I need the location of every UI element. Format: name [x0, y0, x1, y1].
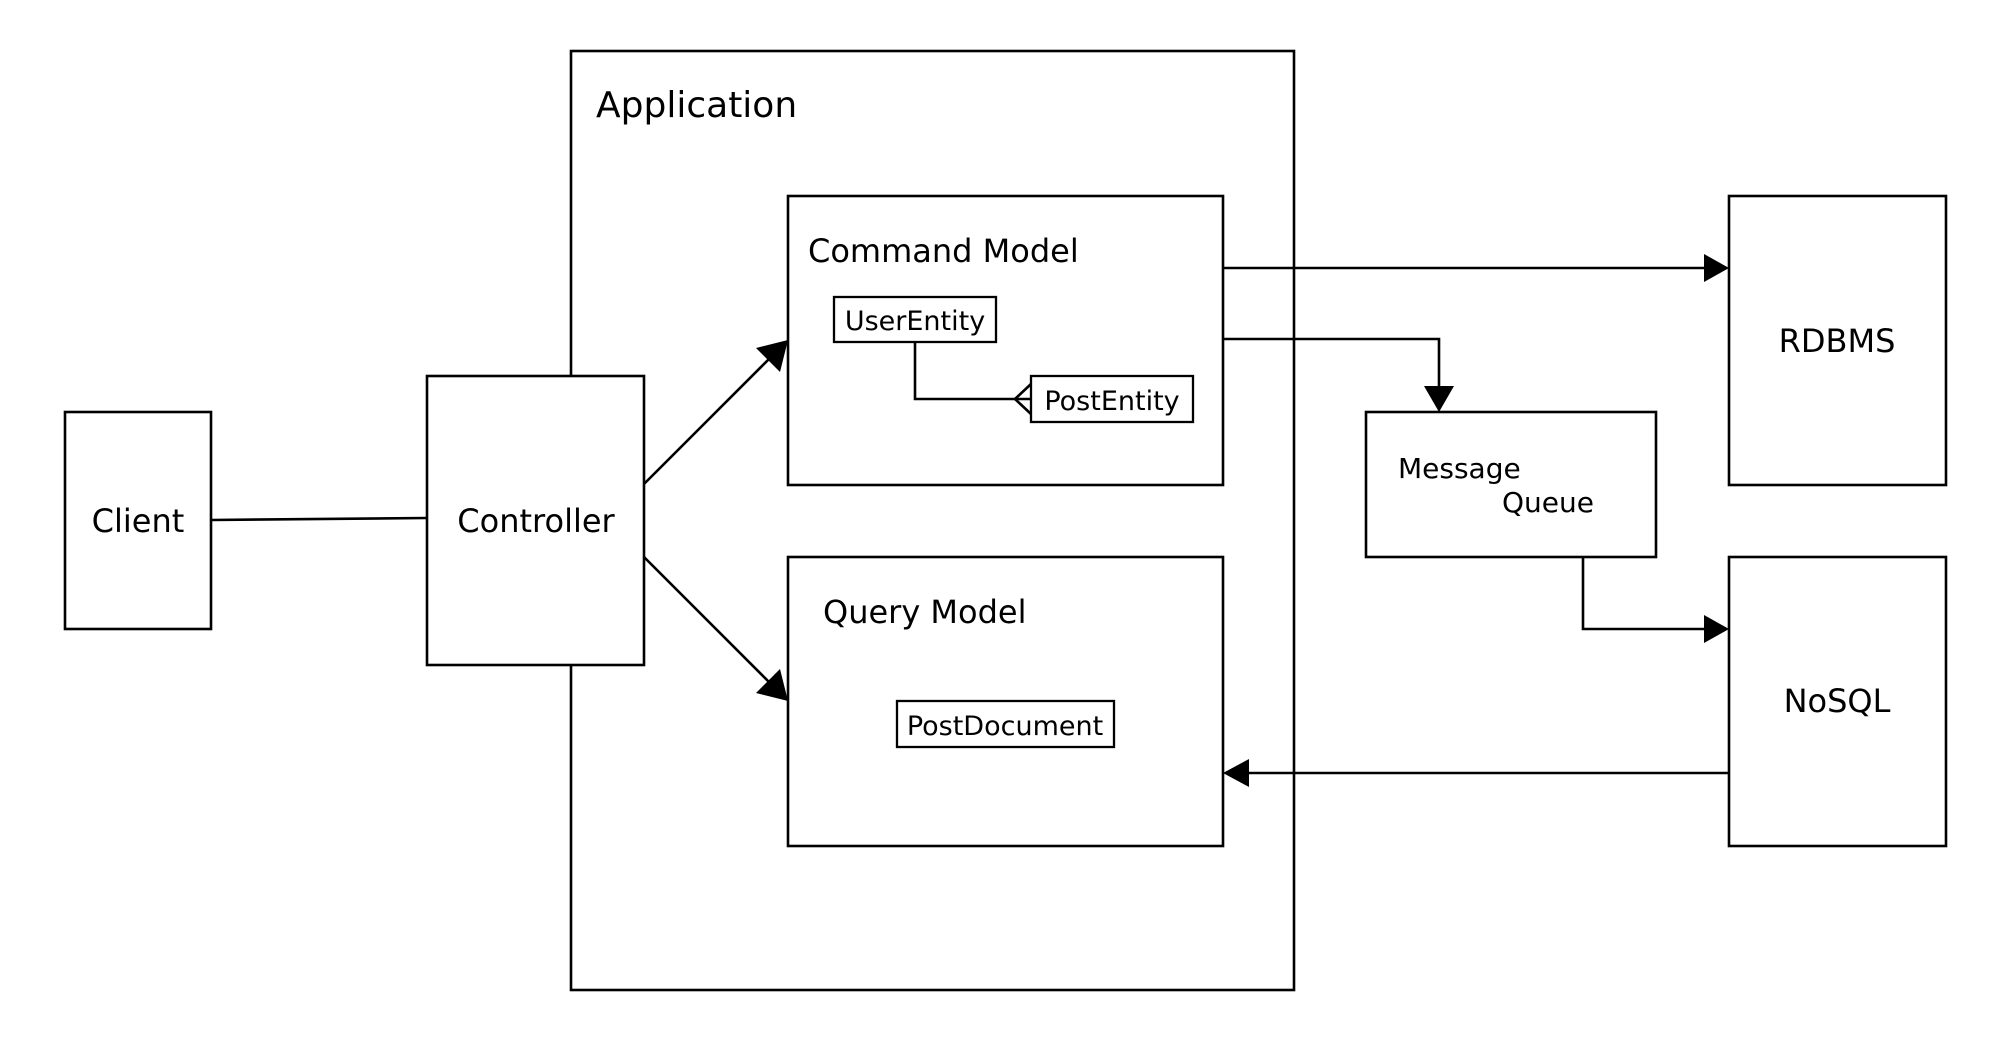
controller-label: Controller	[457, 502, 615, 540]
client-box	[63, 410, 213, 631]
message-queue-label-line2: Queue	[1502, 486, 1594, 519]
application-container	[569, 49, 1296, 992]
edge-controller-query	[643, 556, 773, 686]
crows-foot-upper	[1014, 383, 1032, 400]
arrowhead-query-from-nosql	[1223, 759, 1249, 787]
arrowhead-rdbms	[1704, 254, 1729, 282]
application-label: Application	[596, 85, 797, 126]
edge-command-queue	[1223, 337, 1441, 386]
message-queue-label-line1: Message	[1398, 452, 1521, 485]
arrowhead-queue	[1424, 386, 1454, 412]
rdbms-box	[1727, 194, 1948, 487]
edge-controller-command	[643, 355, 773, 485]
post-document-label: PostDocument	[907, 711, 1103, 742]
rdbms-label: RDBMS	[1779, 322, 1896, 360]
arrowhead-query	[756, 669, 788, 701]
arrowhead-nosql	[1704, 615, 1729, 643]
message-queue-box	[1364, 410, 1658, 559]
crows-foot-lower	[1014, 398, 1032, 415]
nosql-box	[1727, 555, 1948, 848]
edge-user-post	[913, 342, 1031, 401]
user-entity-label: UserEntity	[845, 306, 985, 337]
controller-box	[425, 374, 646, 667]
post-entity-label: PostEntity	[1044, 386, 1179, 417]
nosql-label: NoSQL	[1784, 682, 1891, 720]
post-entity-box	[1029, 374, 1195, 424]
arrowhead-command	[756, 340, 788, 372]
edge-client-controller	[210, 516, 428, 522]
edge-queue-nosql	[1581, 557, 1704, 631]
command-model-label: Command Model	[808, 232, 1079, 270]
post-document-box	[895, 699, 1116, 749]
query-model-label: Query Model	[823, 593, 1027, 631]
client-label: Client	[92, 502, 185, 540]
